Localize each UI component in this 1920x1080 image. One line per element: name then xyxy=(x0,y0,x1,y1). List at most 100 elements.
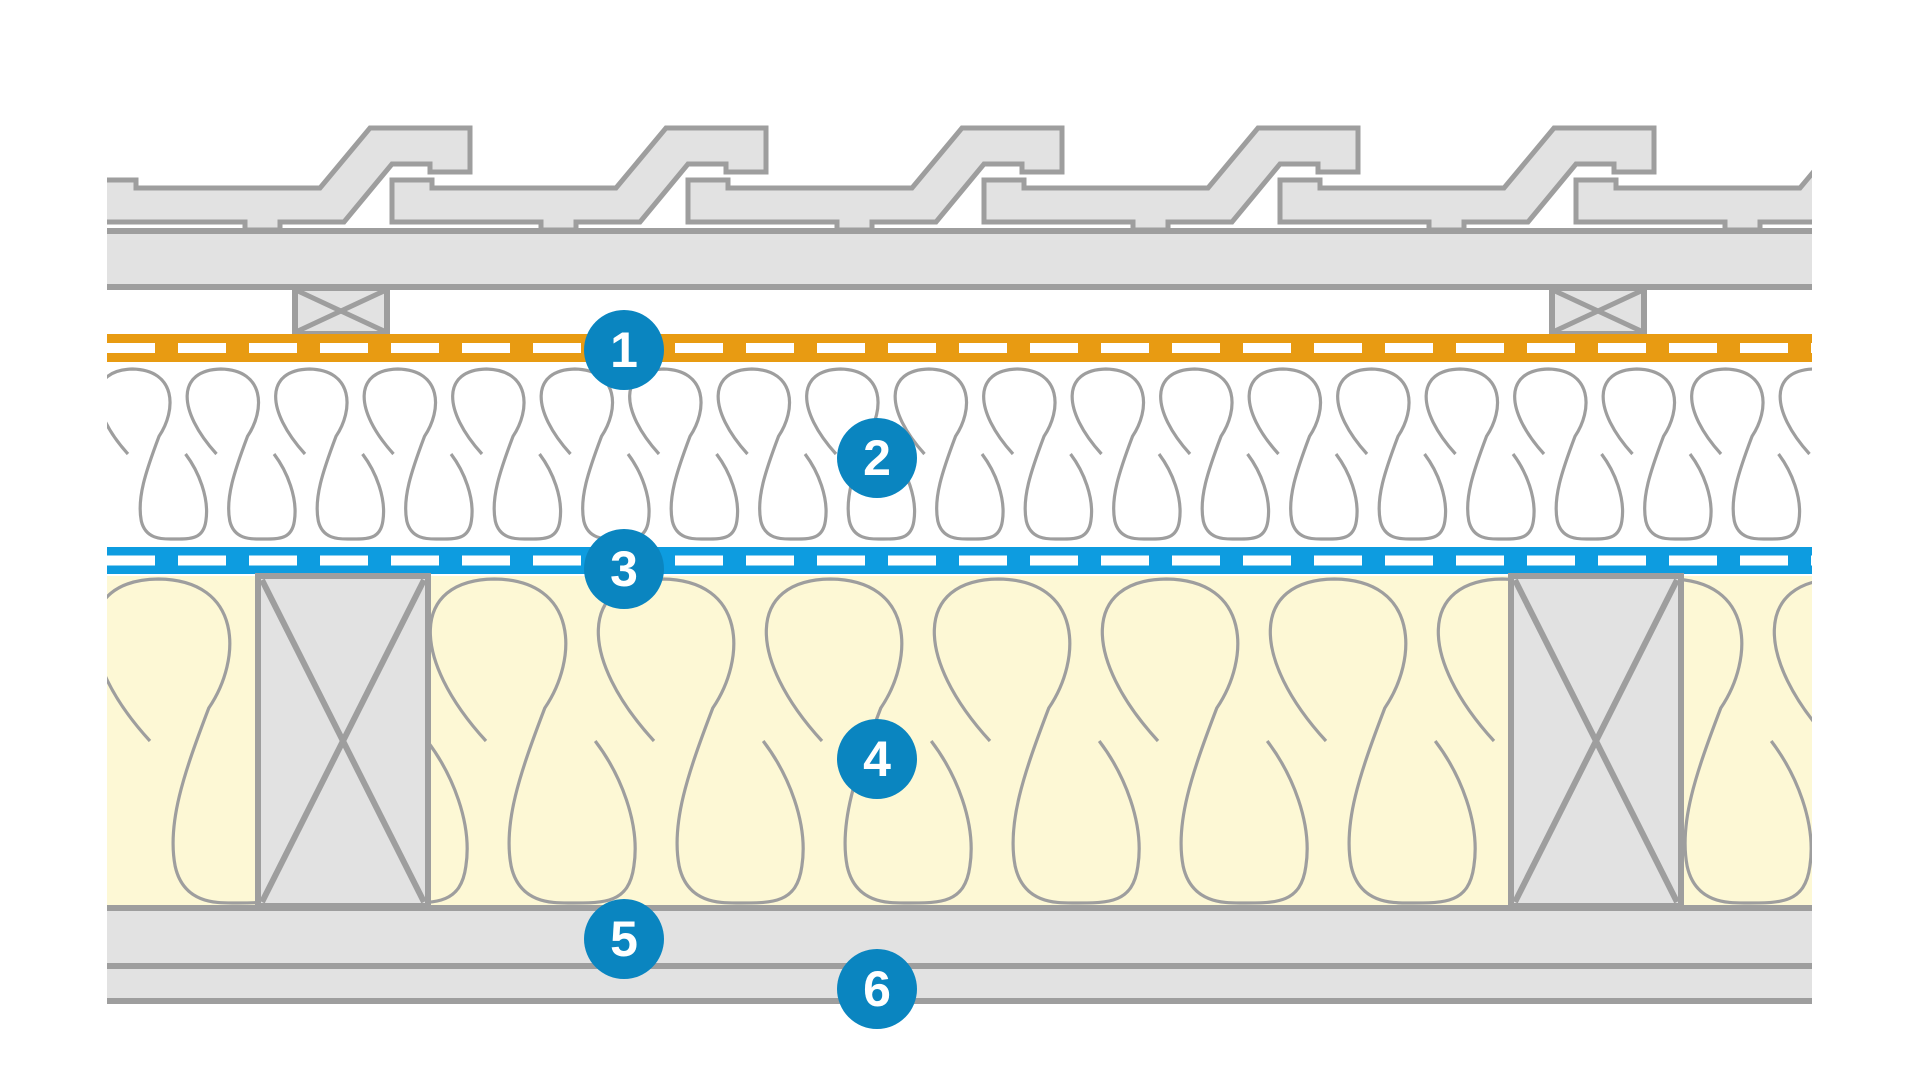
insulation-fibre xyxy=(1513,367,1625,541)
membrane-dash xyxy=(1030,343,1078,353)
membrane-dash xyxy=(746,343,794,353)
membrane-dash xyxy=(462,555,510,566)
membrane-dash xyxy=(1598,343,1646,353)
rafters xyxy=(255,573,1684,909)
layer-marker-4[interactable]: 4 xyxy=(837,719,917,799)
membrane-dash xyxy=(1669,555,1717,566)
roof-tile xyxy=(981,125,1361,233)
insulation-fibre xyxy=(1772,580,1812,723)
underlay-membrane xyxy=(107,334,1812,362)
membrane-dash xyxy=(817,343,865,353)
insulation-fibre xyxy=(274,367,386,541)
tile-batten-board xyxy=(107,228,1812,290)
membrane-dash xyxy=(533,343,581,353)
insulation-fibre xyxy=(1778,367,1812,456)
membrane-dash xyxy=(888,343,936,353)
insulation-fibre xyxy=(805,367,917,541)
roof-tile xyxy=(389,125,769,233)
membrane-dash xyxy=(249,555,297,566)
membrane-dash xyxy=(1598,555,1646,566)
membrane-dash xyxy=(1669,343,1717,353)
membrane-dash xyxy=(320,555,368,566)
membrane-dash xyxy=(1456,555,1504,566)
insulation-fibre xyxy=(893,367,1005,541)
membrane-dash xyxy=(675,555,723,566)
membrane-dash xyxy=(462,343,510,353)
insulation-fibre xyxy=(628,367,740,541)
insulation-fibre xyxy=(1690,367,1802,541)
membrane-dash xyxy=(1385,555,1433,566)
inner-board xyxy=(107,905,1812,966)
membrane-dash xyxy=(959,343,1007,353)
membrane-dash xyxy=(817,555,865,566)
layer-marker-1[interactable]: 1 xyxy=(584,310,664,390)
insulation-fibre xyxy=(1268,577,1477,905)
counter-battens xyxy=(292,285,1647,337)
rafter xyxy=(1508,573,1684,909)
membrane-dash xyxy=(1811,343,1812,353)
insulation-fibre xyxy=(362,367,474,541)
membrane-dash xyxy=(888,555,936,566)
membrane-dash xyxy=(746,555,794,566)
membrane-dash xyxy=(178,555,226,566)
insulation-fibre xyxy=(451,367,563,541)
membrane-dash xyxy=(1101,555,1149,566)
inner-lining xyxy=(107,963,1812,1004)
membrane-dash xyxy=(1385,343,1433,353)
layer-marker-6[interactable]: 6 xyxy=(837,949,917,1029)
roof-tile xyxy=(1872,128,1920,230)
insulation-fibre xyxy=(185,367,297,541)
vapour-control-membrane xyxy=(107,547,1812,574)
marker-label: 2 xyxy=(863,430,891,486)
membrane-dash xyxy=(1456,343,1504,353)
roof-tiles xyxy=(107,125,1920,233)
membrane-dash xyxy=(249,343,297,353)
insulation-fibre xyxy=(107,367,209,541)
membrane-dash xyxy=(959,555,1007,566)
insulation-fibre xyxy=(428,577,637,905)
membrane-dash xyxy=(1314,555,1362,566)
marker-label: 5 xyxy=(610,911,638,967)
insulation-fibre xyxy=(1070,367,1182,541)
rafter xyxy=(255,573,431,909)
layer-marker-3[interactable]: 3 xyxy=(584,529,664,609)
membrane-dash xyxy=(1527,343,1575,353)
roof-tile xyxy=(107,125,473,233)
over-rafter-insulation xyxy=(107,367,1812,541)
roof-tile xyxy=(1573,169,1812,233)
membrane-dash xyxy=(178,343,226,353)
roof-tile xyxy=(1277,125,1657,233)
layer-marker-2[interactable]: 2 xyxy=(837,418,917,498)
insulation-fibre xyxy=(716,367,828,541)
membrane-dash xyxy=(1101,343,1149,353)
insulation-fibre xyxy=(764,577,973,905)
insulation-fibre xyxy=(1424,367,1536,541)
marker-label: 1 xyxy=(610,322,638,378)
membrane-dash xyxy=(1527,555,1575,566)
marker-label: 3 xyxy=(610,541,638,597)
marker-label: 4 xyxy=(863,731,891,787)
roof-tile xyxy=(685,125,1065,233)
membrane-dash xyxy=(1243,555,1291,566)
insulation-fibre xyxy=(1100,577,1309,905)
membrane-dash xyxy=(1172,343,1220,353)
insulation-fibre xyxy=(539,367,651,541)
insulation-fibre xyxy=(1601,367,1713,541)
membrane-dash xyxy=(107,555,155,566)
membrane-dash xyxy=(1243,343,1291,353)
counter-batten xyxy=(1549,285,1647,337)
insulation-fibre xyxy=(982,367,1094,541)
membrane-dash xyxy=(533,555,581,566)
layer-marker-5[interactable]: 5 xyxy=(584,899,664,979)
membrane-dash xyxy=(1811,555,1812,566)
membrane-dash xyxy=(1314,343,1362,353)
layer-markers: 1 2 3 4 5 6 xyxy=(584,310,917,1029)
membrane-dash xyxy=(107,343,155,353)
marker-label: 6 xyxy=(863,961,891,1017)
membrane-dash xyxy=(675,343,723,353)
membrane-dash xyxy=(1030,555,1078,566)
membrane-dash xyxy=(1172,555,1220,566)
membrane-dash xyxy=(391,343,439,353)
membrane-dash xyxy=(391,555,439,566)
